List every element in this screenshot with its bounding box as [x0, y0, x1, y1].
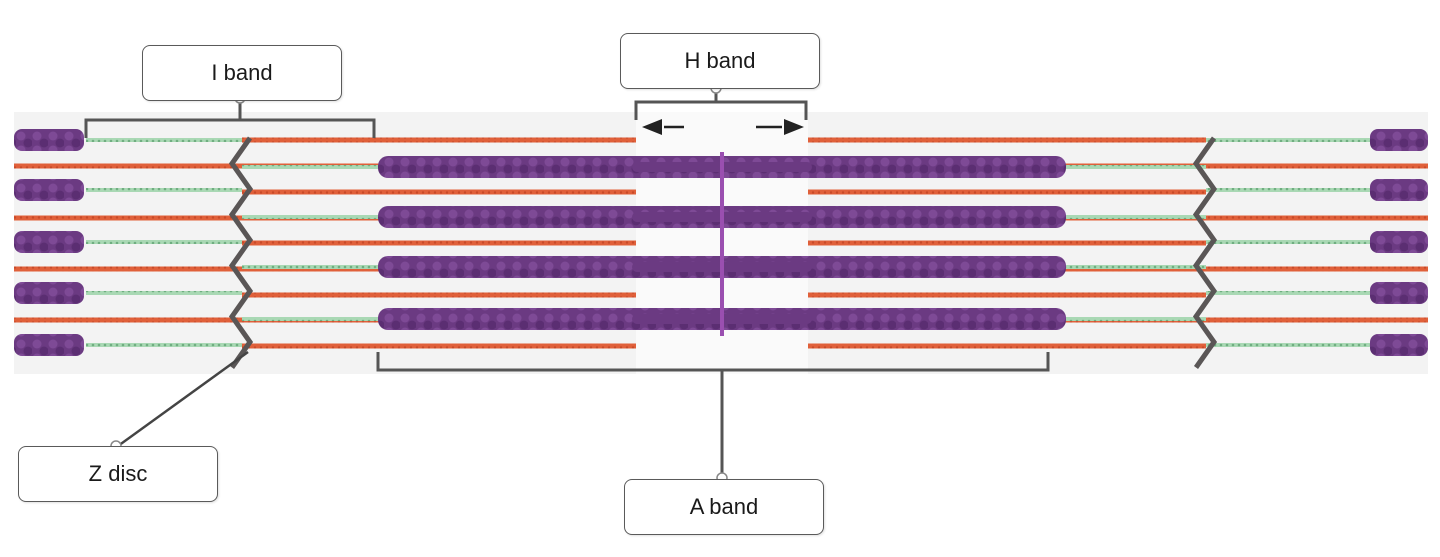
i-band-label: I band: [142, 45, 342, 101]
titin-filament: [86, 240, 242, 244]
thin-filament: [242, 137, 636, 143]
thin-filament: [14, 317, 242, 323]
thin-filament: [808, 189, 1206, 195]
a-band-bracket: [376, 352, 1050, 476]
thick-filament-edge: [1370, 334, 1428, 356]
thin-filament: [14, 266, 242, 272]
thick-filament-edge: [14, 129, 84, 151]
thick-filament-edge: [14, 231, 84, 253]
thin-filament: [242, 189, 636, 195]
h-band-arrow-left: [642, 119, 684, 135]
z-discs: [228, 136, 1218, 369]
thin-filament: [14, 163, 242, 169]
h-band-arrow-right: [756, 119, 804, 135]
thin-filament: [242, 240, 636, 246]
thin-filament: [808, 137, 1206, 143]
z-disc-leader: [117, 350, 249, 448]
titin-filament: [86, 188, 242, 192]
a-band-label: A band: [624, 479, 824, 535]
titin-filament: [1206, 291, 1372, 295]
thin-filament: [808, 240, 1206, 246]
z-disc: [228, 136, 254, 369]
thick-filament-edge: [1370, 129, 1428, 151]
titin-filament: [1064, 165, 1206, 169]
h-band-label: H band: [620, 33, 820, 89]
titin-filament: [242, 215, 380, 219]
titin-filaments: [86, 138, 1372, 347]
titin-filament: [86, 291, 242, 295]
thick-filament-edge: [14, 334, 84, 356]
thin-filament: [242, 343, 636, 349]
thin-filament: [1206, 163, 1428, 169]
thin-filament: [1206, 215, 1428, 221]
thin-filament: [1206, 317, 1428, 323]
titin-filament: [1206, 188, 1372, 192]
thin-filament: [1206, 266, 1428, 272]
titin-filament: [1064, 265, 1206, 269]
thick-filament-edge: [1370, 231, 1428, 253]
titin-filament: [86, 138, 242, 142]
thin-filament: [242, 292, 636, 298]
thick-filament-edge: [1370, 179, 1428, 201]
titin-filament: [1064, 215, 1206, 219]
thick-filament-edge: [14, 179, 84, 201]
thick-filament-edge: [1370, 282, 1428, 304]
titin-filament: [1206, 343, 1372, 347]
titin-filament: [242, 317, 380, 321]
thin-filament: [14, 215, 242, 221]
titin-filament: [1206, 240, 1372, 244]
titin-filament: [1064, 317, 1206, 321]
z-disc-label: Z disc: [18, 446, 218, 502]
thin-filament: [808, 343, 1206, 349]
titin-filament: [242, 265, 380, 269]
thin-filament: [808, 292, 1206, 298]
thick-filament-edge: [14, 282, 84, 304]
z-disc: [1192, 136, 1218, 369]
titin-filament: [1206, 138, 1372, 142]
titin-filament: [242, 165, 380, 169]
titin-filament: [86, 343, 242, 347]
